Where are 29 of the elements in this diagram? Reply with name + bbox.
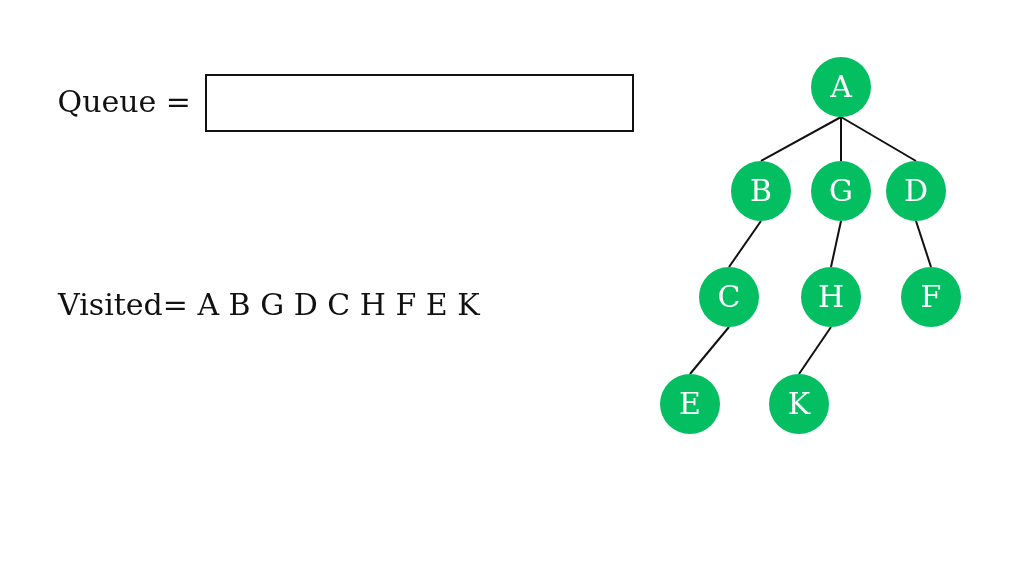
tree-edge bbox=[840, 116, 842, 162]
tree-edge bbox=[689, 326, 730, 375]
node-letter: D bbox=[903, 176, 929, 206]
tree-node-circle bbox=[731, 161, 791, 221]
tree-edge bbox=[798, 326, 832, 375]
answer-box bbox=[205, 74, 634, 132]
tree-edge bbox=[728, 220, 762, 268]
node-letter: F bbox=[920, 282, 942, 312]
tree-edge bbox=[840, 116, 917, 162]
tree-edge bbox=[830, 220, 842, 268]
node-letter: G bbox=[829, 176, 853, 206]
node-letter: C bbox=[717, 282, 741, 312]
tree-node-circle bbox=[811, 57, 871, 117]
tree-node-circle bbox=[660, 374, 720, 434]
tree-node-circle bbox=[699, 267, 759, 327]
node-letter: K bbox=[787, 389, 811, 419]
node-letter: E bbox=[679, 389, 701, 419]
tree-edge bbox=[760, 116, 842, 162]
tree-node-circle bbox=[811, 161, 871, 221]
tree-node-circle bbox=[769, 374, 829, 434]
tree-edge bbox=[915, 220, 932, 268]
node-letter: A bbox=[830, 72, 852, 102]
node-letter: H bbox=[817, 282, 845, 312]
node-letter: B bbox=[749, 176, 772, 206]
tree-node-circle bbox=[801, 267, 861, 327]
visited-sequence: Visited= A B G D C H F E K bbox=[58, 287, 480, 323]
tree-node-circle bbox=[886, 161, 946, 221]
tree-node-circle bbox=[901, 267, 961, 327]
field-label: Queue = bbox=[57, 84, 191, 120]
